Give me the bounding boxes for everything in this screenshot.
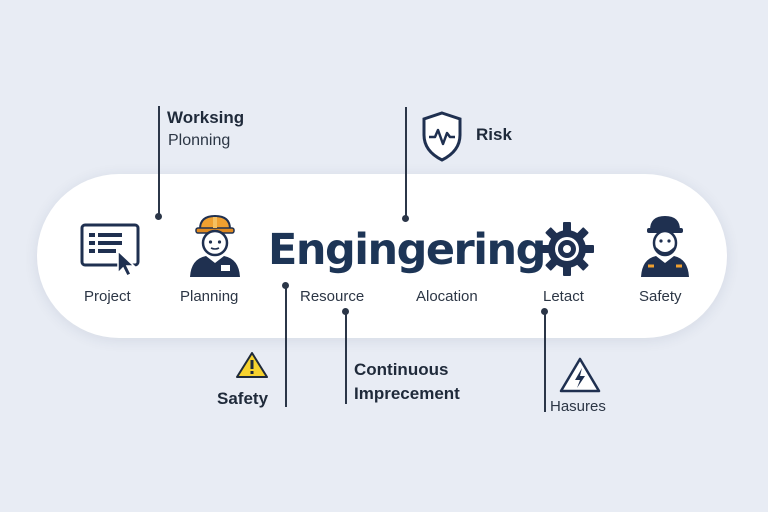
main-band: [37, 174, 727, 338]
gear-icon: [539, 221, 595, 277]
high-voltage-triangle-icon: [558, 356, 602, 394]
label-letact: Letact: [543, 288, 584, 305]
callout-worksing-title: Worksing: [167, 108, 245, 127]
connector-dot-continuous: [342, 308, 349, 315]
connector-dot-risk: [402, 215, 409, 222]
connector-hasures: [544, 312, 546, 412]
callout-continuous-line1: Continuous: [354, 360, 449, 379]
callout-worksing-subtitle: Plonning: [168, 132, 231, 149]
connector-continuous: [345, 312, 347, 404]
label-planning: Planning: [180, 288, 239, 305]
label-allocation: Alocation: [416, 288, 478, 305]
callout-continuous-line2: Imprecement: [354, 384, 460, 403]
connector-dot-hasures: [541, 308, 548, 315]
worker-helmet-icon: [638, 213, 692, 279]
callout-hasures-title: Hasures: [550, 398, 606, 415]
connector-dot-safety: [282, 282, 289, 289]
shield-pulse-icon: [420, 111, 464, 163]
callout-risk-title: Risk: [476, 125, 512, 144]
label-project: Project: [84, 288, 131, 305]
connector-worksing: [158, 106, 160, 216]
warning-triangle-icon: [235, 351, 269, 379]
worker-hardhat-icon: [186, 213, 244, 279]
project-screen-cursor-icon: [80, 223, 144, 278]
callout-safety-title: Safety: [217, 389, 269, 408]
label-resource: Resource: [300, 288, 365, 305]
page-title: Engingering: [268, 225, 546, 275]
label-safety: Safety: [639, 288, 682, 305]
connector-dot-worksing: [155, 213, 162, 220]
connector-safety: [285, 283, 287, 407]
connector-risk: [405, 107, 407, 219]
